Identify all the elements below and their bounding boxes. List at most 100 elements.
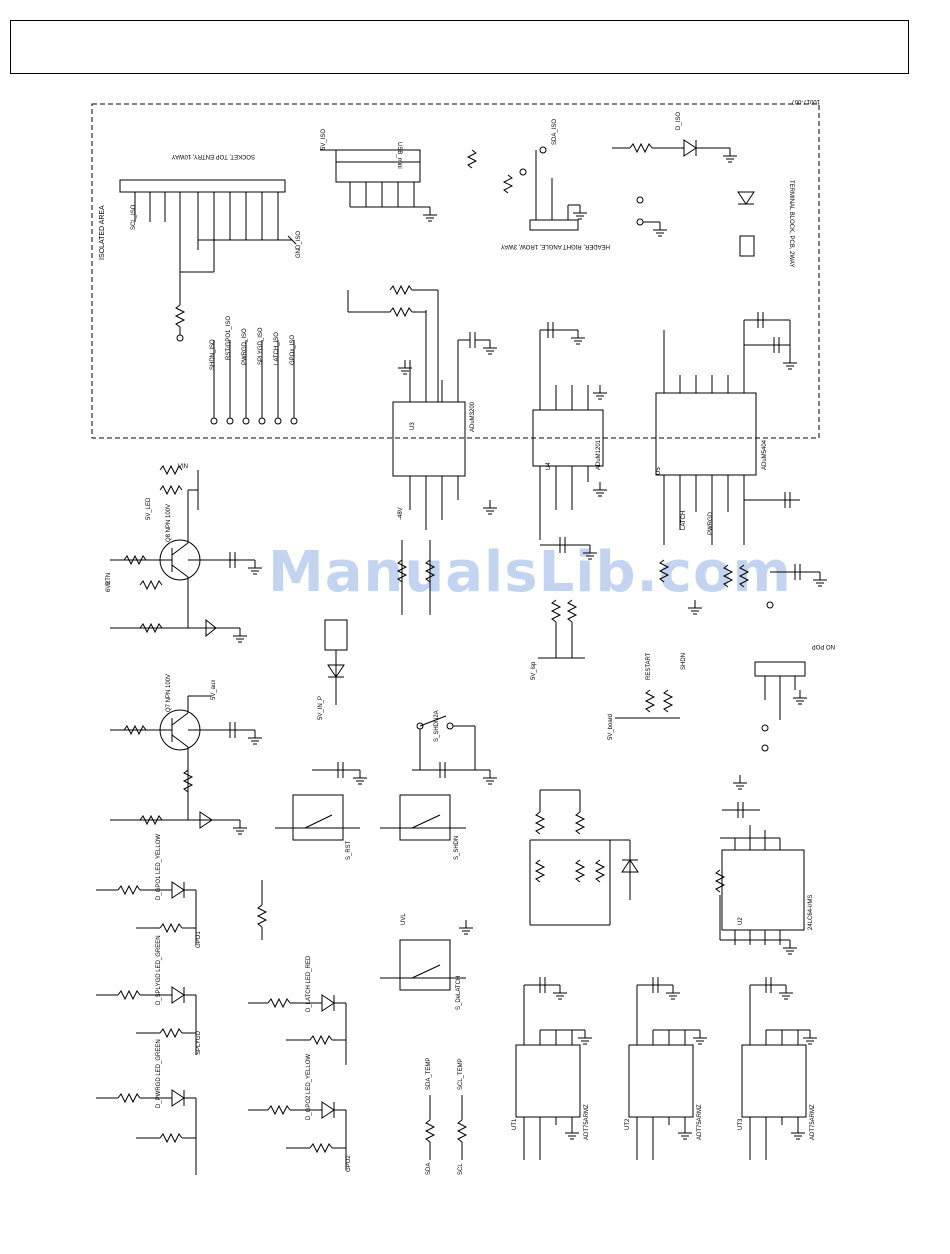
net-shdn: SHDN [681, 653, 687, 670]
d-gpo1-led [171, 881, 185, 899]
r51-resistor [566, 599, 578, 623]
r30-resistor [309, 1034, 333, 1046]
net-gnd-iso: GND_ISO [296, 231, 302, 258]
net-rst-gpo1-iso: RST/GPO1_ISO [226, 316, 232, 360]
net-rtn: RTN [106, 573, 112, 585]
r44-resistor [574, 859, 586, 883]
ut3-ref: UT3 [738, 1118, 744, 1130]
t41-testpoint [539, 146, 547, 154]
sk3-pins [134, 192, 285, 305]
r10-resistor [629, 142, 653, 154]
d-gpo1-label: D_GPO1 LED_YELLOW [156, 834, 162, 900]
r59-resistor [159, 484, 183, 496]
t38-testpoint [766, 601, 774, 609]
net-latch-iso: LATCH_ISO [274, 332, 280, 365]
ut2-ref: UT2 [625, 1118, 631, 1130]
s-rst-switch [292, 794, 344, 841]
r20-resistor [267, 997, 291, 1009]
s-shdn-label: S_SHDN [454, 836, 460, 860]
s-shdn-switch [399, 794, 451, 841]
d-iso-led [683, 139, 697, 157]
r57-resistor [139, 622, 163, 634]
net-pwrgd: PWRGD [708, 511, 714, 535]
t40-testpoint [519, 168, 527, 176]
d2-zener [199, 811, 213, 829]
figure-id: 10017-007 [791, 98, 820, 104]
r48-resistor [644, 689, 656, 713]
iso-testpoints [210, 340, 298, 425]
ground-symbols [233, 148, 827, 1140]
q8-label: Q8 NPN 100V [166, 504, 172, 542]
net-6v2: 6V2 [106, 581, 112, 592]
r52-resistor [738, 564, 750, 588]
r38-resistor [658, 559, 670, 583]
r49-resistor [662, 689, 674, 713]
ut1-sensor [515, 1044, 581, 1118]
region-label: ISOLATED AREA [99, 205, 106, 260]
r41-resistor [139, 814, 163, 826]
r31-resistor [424, 559, 436, 583]
usb-pins [320, 149, 430, 208]
usb-connector-body [335, 149, 421, 163]
net-5v-isp: 5V_isp [531, 661, 537, 680]
d-splygd-led [171, 986, 185, 1004]
j6-connector [324, 619, 348, 651]
ut1-ref: UT1 [512, 1118, 518, 1130]
r34-resistor [466, 149, 478, 169]
net-scl: SCL [458, 1163, 464, 1175]
r40-resistor [534, 811, 546, 835]
d-latch-led [321, 994, 335, 1012]
u3-ref: U3 [410, 422, 416, 430]
net-latch: LATCH [681, 511, 687, 530]
r53-resistor [714, 869, 726, 893]
u4-part: ADuM1201 [596, 439, 602, 470]
r26-resistor [174, 304, 186, 328]
net-sda-iso: SDA_ISO [552, 119, 558, 145]
ut2-part: ADT75ARMZ [697, 1104, 703, 1140]
r17-resistor [117, 989, 141, 1001]
net-5v-led: 5V_LED [146, 497, 152, 520]
u2-part: 24LC64-I/MS [808, 895, 814, 930]
s-rst-label: S_RST [346, 840, 352, 860]
net-sda: SDA [426, 1163, 432, 1175]
u4-isolator [532, 409, 604, 467]
net-scl-temp: SCL_TEMP [458, 1058, 464, 1090]
r58-resistor [159, 464, 183, 476]
r18-resistor [117, 884, 141, 896]
r22-resistor [123, 724, 147, 736]
u3-isolator [392, 401, 466, 477]
j8-terminal-block [739, 235, 755, 257]
r28-resistor [159, 922, 183, 934]
net-splygd: SPLYGD [196, 1030, 202, 1055]
net-pwrgd-iso: PWRGD_ISO [242, 328, 248, 365]
j9-note: NO POP [812, 643, 835, 649]
r25-resistor [139, 579, 163, 591]
net-uvl: UVL [401, 913, 407, 925]
d-latch-label: D_LATCH LED_RED [306, 955, 312, 1012]
r47-resistor [594, 859, 606, 883]
r50-resistor [550, 599, 562, 623]
d-pwrgd-led [171, 1089, 185, 1107]
j7-label: HEADER, RIGHT ANGLE, 1ROW, 3WAY [501, 243, 610, 249]
isolated-area-boundary [91, 103, 820, 439]
net-gpo2: GPO2 [346, 1155, 352, 1172]
ut3-sensor [741, 1044, 807, 1118]
r35-resistor [502, 174, 514, 194]
r42-resistor [534, 859, 546, 883]
sk3-label: SOCKET, TOP ENTRY, 10WAY [172, 153, 255, 159]
gnd-iso-sk3 [285, 235, 297, 245]
d-iso-label: D_ISO [676, 112, 682, 130]
j9-header [754, 661, 806, 677]
t45-testpoint [761, 744, 769, 752]
r54-resistor [722, 564, 734, 588]
r19-resistor [267, 1104, 291, 1116]
u4-ref: U4 [546, 462, 552, 470]
u5-ref: U5 [656, 467, 662, 475]
j8-label: TERMINAL BLOCK, PCB, 2WAY [788, 180, 794, 267]
net-gpo1: GPO1 [196, 931, 202, 948]
t42-testpoint [636, 218, 644, 226]
r23-resistor [123, 554, 147, 566]
ut1-part: ADT75ARMZ [584, 1104, 590, 1140]
t44-testpoint [761, 724, 769, 732]
